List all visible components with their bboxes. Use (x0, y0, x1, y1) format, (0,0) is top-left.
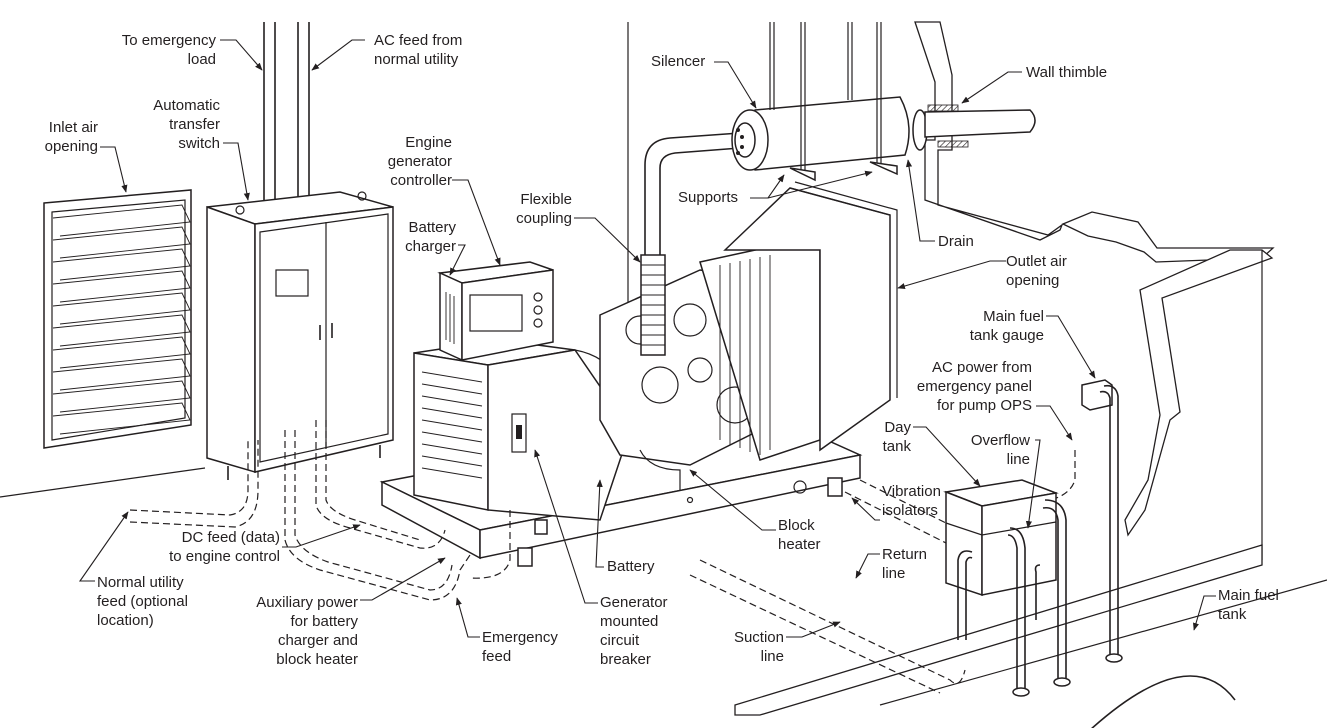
room-walls (0, 21, 1327, 728)
label-generator-circuit-breaker: Generator mounted circuit breaker (600, 594, 668, 668)
label-block-heater: Block heater (778, 517, 821, 553)
label-main-fuel-tank: Main fuel tank (1218, 587, 1279, 623)
leader-lines (78, 39, 1216, 638)
main-fuel-tank-gauge (1081, 379, 1123, 663)
label-emergency-feed: Emergency feed (482, 629, 558, 665)
label-day-tank: Day tank (882, 419, 911, 455)
label-engine-generator-controller: Engine generator controller (387, 134, 452, 189)
silencer (731, 96, 1036, 171)
silencer-hangers (769, 22, 898, 182)
label-vibration-isolators: Vibration isolators (882, 483, 941, 519)
inlet-air-louver (43, 189, 192, 449)
label-normal-utility-feed: Normal utility feed (optional location) (97, 574, 188, 629)
vibration-isolators (517, 477, 843, 567)
radiator (699, 181, 898, 461)
transfer-switch-cabinet (206, 191, 394, 480)
label-wall-thimble: Wall thimble (1026, 64, 1108, 81)
exhaust-system (640, 22, 1036, 356)
label-supports: Supports (678, 189, 739, 206)
day-tank (943, 479, 1071, 697)
controller-panel (437, 261, 554, 362)
label-ac-power-pump: AC power from emergency panel for pump O… (916, 359, 1032, 414)
label-battery: Battery (607, 558, 655, 575)
label-overflow-line: Overflow line (970, 432, 1030, 468)
label-flexible-coupling: Flexible coupling (516, 191, 572, 227)
label-outlet-air-opening: Outlet air opening (1006, 253, 1067, 289)
label-automatic-transfer-switch: Automatic transfer switch (153, 97, 220, 152)
conduits (263, 22, 310, 210)
flexible-coupling (640, 254, 666, 356)
label-silencer: Silencer (651, 53, 706, 70)
label-return-line: Return line (882, 546, 928, 582)
label-ac-feed-normal-utility: AC feed from normal utility (374, 32, 463, 68)
label-dc-feed: DC feed (data) to engine control (169, 529, 280, 565)
generator-housing (413, 339, 631, 521)
label-drain: Drain (938, 233, 974, 250)
label-battery-charger: Battery charger (405, 219, 456, 255)
label-auxiliary-power: Auxiliary power for battery charger and … (256, 594, 358, 668)
label-suction-line: Suction line (733, 629, 784, 665)
label-to-emergency-load: To emergency load (121, 32, 216, 68)
label-main-fuel-tank-gauge: Main fuel tank gauge (969, 308, 1044, 344)
label-inlet-air-opening: Inlet air opening (44, 119, 98, 155)
